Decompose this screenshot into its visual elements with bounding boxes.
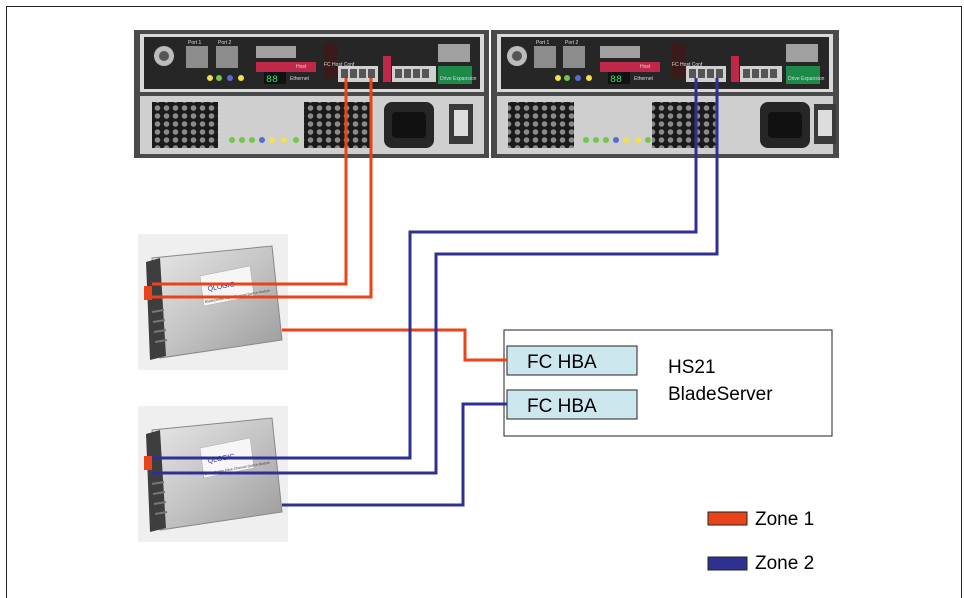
ethernet-label: Ethernet xyxy=(634,76,654,82)
fc-switch-module-top: QLOGIC BladeCenter Fibre Channel Switch … xyxy=(138,234,288,370)
ethernet-label: Ethernet xyxy=(290,76,310,82)
legend-label-zone2: Zone 2 xyxy=(755,553,814,574)
hs21-bladeserver: FC HBA FC HBA HS21 BladeServer xyxy=(504,330,832,436)
seven-segment-display: 88 xyxy=(610,75,622,86)
legend-swatch-zone1 xyxy=(708,512,747,525)
ethernet-port[interactable] xyxy=(534,46,556,68)
host-label: Host xyxy=(296,64,307,70)
server-name-line1: HS21 xyxy=(668,357,716,378)
fc-hba-2-label: FC HBA xyxy=(527,396,597,417)
drive-expansion-label: Drive Expansion xyxy=(788,76,825,82)
port1-label: Port 1 xyxy=(536,40,550,46)
host-label: Host xyxy=(640,64,651,70)
server-name-line2: BladeServer xyxy=(668,384,773,405)
fan-grille xyxy=(652,102,718,148)
zone2-cable xyxy=(282,404,507,505)
fc-hba-1-label: FC HBA xyxy=(527,352,597,373)
ethernet-port[interactable] xyxy=(216,46,238,68)
legend-swatch-zone2 xyxy=(708,557,747,570)
fan-grille xyxy=(152,102,218,148)
zone1-cable xyxy=(282,330,507,360)
port1-label: Port 1 xyxy=(188,40,202,46)
host-port[interactable] xyxy=(256,46,296,58)
storage-controller-right: Port 1 Port 2 88 Host Ethernet FC Host C… xyxy=(491,30,839,158)
ethernet-port[interactable] xyxy=(186,46,208,68)
drive-expansion-label: Drive Expansion xyxy=(440,76,477,82)
port2-label: Port 2 xyxy=(565,40,579,46)
ethernet-port[interactable] xyxy=(563,46,585,68)
host-port[interactable] xyxy=(600,46,640,58)
legend: Zone 1 Zone 2 xyxy=(708,509,814,574)
port2-label: Port 2 xyxy=(218,40,232,46)
fan-grille xyxy=(508,102,574,148)
legend-label-zone1: Zone 1 xyxy=(755,509,814,530)
seven-segment-display: 88 xyxy=(266,75,278,86)
storage-controller-left: Port 1 Port 2 88 Host Ethernet FC Host C… xyxy=(134,30,489,158)
fan-grille xyxy=(304,102,370,148)
